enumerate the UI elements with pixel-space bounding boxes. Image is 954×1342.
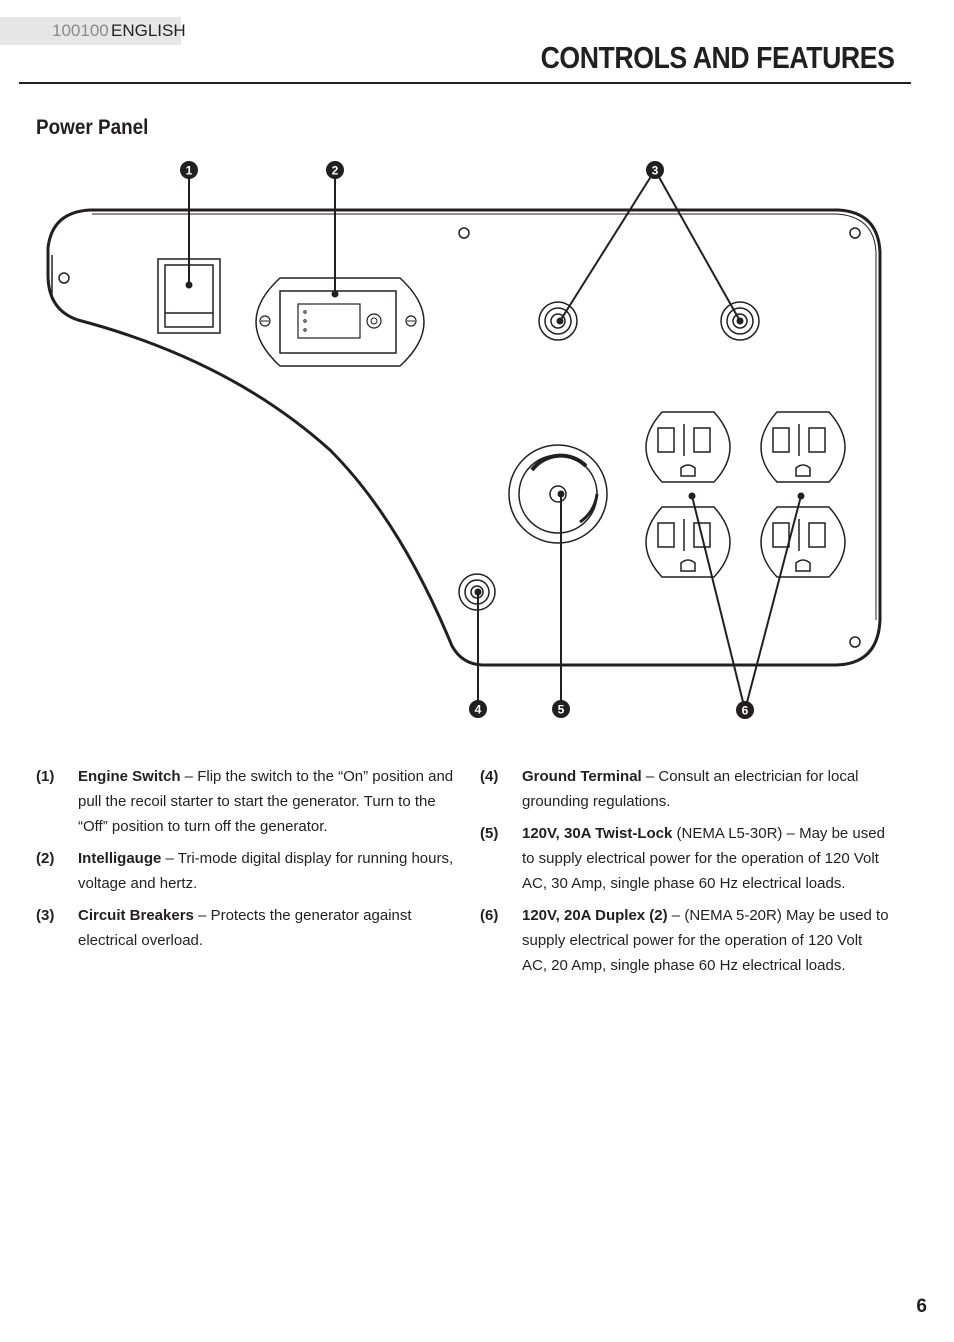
power-panel-diagram: 1 2 3 4 5 6 (46, 161, 882, 719)
item-body: 120V, 20A Duplex (2) – (NEMA 5-20R) May … (522, 903, 890, 978)
item-body: 120V, 30A Twist-Lock (NEMA L5-30R) – May… (522, 821, 890, 896)
section-title: CONTROLS AND FEATURES (540, 40, 894, 75)
panel-outline (46, 208, 882, 667)
item-term: 120V, 30A Twist-Lock (522, 825, 673, 842)
subsection-title: Power Panel (36, 116, 149, 139)
item-text: (NEMA L5-30R) – May be used to supply el… (522, 825, 885, 892)
item-number: (5) (480, 825, 499, 842)
circuit-breaker-right (720, 301, 760, 341)
callout-4: 4 (469, 700, 487, 718)
callout-1: 1 (180, 161, 198, 179)
item-body: Intelligauge – Tri-mode digital display … (78, 846, 454, 896)
description-item: (3) Circuit Breakers – Protects the gene… (36, 903, 454, 953)
callout-dots (185, 281, 805, 596)
callout-2-label: 2 (332, 164, 339, 178)
description-item: (1) Engine Switch – Flip the switch to t… (36, 764, 454, 839)
item-number: (3) (36, 907, 55, 924)
callout-6-label: 6 (742, 704, 749, 718)
callout-1-label: 1 (186, 164, 193, 178)
callout-5-label: 5 (558, 703, 565, 717)
item-number: (2) (36, 850, 55, 867)
description-item: (2) Intelligauge – Tri-mode digital disp… (36, 846, 454, 896)
item-term: Intelligauge (78, 850, 162, 867)
mounting-screws (58, 227, 861, 648)
item-text: – (NEMA 5-20R) May be used to supply ele… (522, 907, 889, 974)
item-body: Ground Terminal – Consult an electrician… (522, 764, 890, 814)
duplex-outlet-right (760, 411, 846, 578)
item-number: (6) (480, 907, 499, 924)
page-number: 6 (916, 1296, 927, 1317)
callout-5: 5 (552, 700, 570, 718)
description-column-left: (1) Engine Switch – Flip the switch to t… (36, 764, 454, 960)
item-text: – Flip the switch to the “On” position a… (78, 768, 454, 835)
description-column-right: (4) Ground Terminal – Consult an electri… (480, 764, 890, 985)
language-label: ENGLISH (111, 21, 186, 40)
description-item: (5) 120V, 30A Twist-Lock (NEMA L5-30R) –… (480, 821, 890, 896)
callout-2: 2 (326, 161, 344, 179)
callout-3: 3 (646, 161, 664, 179)
item-text: – Tri-mode digital display for running h… (78, 850, 454, 892)
twist-lock-outlet (508, 444, 608, 544)
document-tag: 100100 ENGLISH (0, 17, 186, 45)
item-body: Engine Switch – Flip the switch to the “… (78, 764, 454, 839)
item-number: (4) (480, 768, 499, 785)
item-body: Circuit Breakers – Protects the generato… (78, 903, 454, 953)
callout-4-label: 4 (475, 703, 482, 717)
item-term: Circuit Breakers (78, 907, 194, 924)
duplex-outlet-left (645, 411, 731, 578)
item-number: (1) (36, 768, 55, 785)
item-text: – Protects the generator against electri… (78, 907, 412, 949)
intelligauge-display (255, 277, 425, 367)
circuit-breaker-left (538, 301, 578, 341)
header-rule (19, 82, 911, 84)
item-term: 120V, 20A Duplex (2) (522, 907, 668, 924)
callout-leader-lines (188, 169, 802, 711)
model-number: 100100 (52, 21, 109, 40)
item-term: Engine Switch (78, 768, 181, 785)
description-item: (4) Ground Terminal – Consult an electri… (480, 764, 890, 814)
callout-3-label: 3 (652, 164, 659, 178)
description-item: (6) 120V, 20A Duplex (2) – (NEMA 5-20R) … (480, 903, 890, 978)
callout-6: 6 (736, 701, 754, 719)
item-term: Ground Terminal (522, 768, 642, 785)
item-text: – Consult an electrician for local groun… (522, 768, 859, 810)
